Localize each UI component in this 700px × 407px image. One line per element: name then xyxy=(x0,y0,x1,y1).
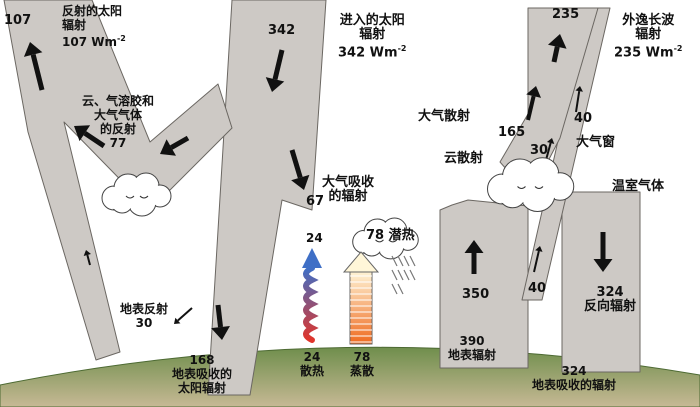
incoming-solar-band xyxy=(207,0,327,396)
cloud-reflection-label: 云、气溶胶和 大气气体 的反射 77 xyxy=(82,94,154,150)
thermal-label-text: 散热 xyxy=(300,364,325,378)
latent-label: 78 蒸散 xyxy=(350,350,374,378)
clouds xyxy=(101,157,575,295)
surface-longwave-value: 390 xyxy=(459,334,485,348)
reflected-units-text: 107 Wm xyxy=(62,35,117,49)
surface-reflect-arrow-upper xyxy=(174,307,193,324)
surface-reflect-arrow-lower xyxy=(83,250,92,266)
surface-up-arrow xyxy=(464,240,484,274)
window-lower-arrow xyxy=(533,246,543,273)
surface-longwave-label: 390 地表辐射 xyxy=(448,334,496,362)
olr-units-sup: -2 xyxy=(673,44,683,53)
cloud-reflection-value: 77 xyxy=(109,136,127,150)
surface-reflection-line1: 地表反射 xyxy=(120,302,169,316)
thermal-label: 24 散热 xyxy=(300,350,324,378)
atm-emission-arrow xyxy=(526,86,542,121)
surface-longwave-text: 地表辐射 xyxy=(448,348,497,362)
incoming-down-arrow xyxy=(265,49,285,92)
surface-absorb-arrow xyxy=(211,304,230,340)
surface-absorbed-solar-label: 168 地表吸收的 太阳辐射 xyxy=(172,353,232,395)
cloud-emission-label: 云散射 xyxy=(444,151,484,166)
surface-absorbed-longwave-text: 地表吸收的辐射 xyxy=(532,378,617,392)
rain-cloud xyxy=(352,217,419,260)
cloud-reflection-line1: 云、气溶胶和 xyxy=(82,94,155,108)
latent-label-text: 蒸散 xyxy=(350,364,375,378)
surface-absorbed-solar-value: 168 xyxy=(189,353,215,367)
incoming-units-sup: -2 xyxy=(397,44,407,53)
window-value: 40 xyxy=(574,111,593,126)
olr-title: 外逸长波 辐射 235 Wm-2 xyxy=(614,14,682,60)
absorbed-atmosphere-line2: 的辐射 xyxy=(328,189,368,204)
latent-heat-arrow xyxy=(342,251,380,345)
window-low-value: 40 xyxy=(528,281,547,296)
right-cloud xyxy=(487,157,575,212)
flow-arrows xyxy=(23,34,613,340)
cloud-emission-value: 30 xyxy=(530,143,549,158)
reflected-units: 107 Wm-2 xyxy=(62,32,126,49)
incoming-title: 进入的太阳 辐射 342 Wm-2 xyxy=(338,14,406,60)
thermal-top-value: 24 xyxy=(306,231,323,245)
cloud-reflect-arrow-2 xyxy=(74,125,106,149)
reflected-units-sup: -2 xyxy=(116,34,126,43)
back-radiation-arrow xyxy=(593,232,613,272)
reflected-value: 107 xyxy=(4,13,32,28)
reflected-title-line2: 辐射 xyxy=(62,18,87,32)
absorbed-atmosphere-line1: 大气吸收 xyxy=(322,175,375,190)
olr-units: 235 Wm-2 xyxy=(614,42,682,60)
cloud-emission-arrow xyxy=(545,138,555,161)
back-radiation-label: 324 反向辐射 xyxy=(584,286,636,314)
left-cloud xyxy=(101,172,172,217)
absorbed-atmosphere-label: 大气吸收 的辐射 xyxy=(322,176,374,204)
reflected-up-arrow xyxy=(23,42,45,91)
olr-value: 235 xyxy=(552,7,580,22)
incoming-units: 342 Wm-2 xyxy=(338,42,406,60)
absorbed-atm-arrow xyxy=(289,149,310,190)
incoming-value: 342 xyxy=(268,23,296,38)
olr-up-arrow xyxy=(547,34,567,63)
surface-reflection-label: 地表反射 30 xyxy=(120,302,168,330)
back-radiation-text: 反向辐射 xyxy=(584,299,637,314)
olr-title-line2: 辐射 xyxy=(635,27,662,42)
window-upper-arrow xyxy=(575,86,583,113)
incoming-title-line1: 进入的太阳 xyxy=(339,13,405,28)
incoming-units-text: 342 Wm xyxy=(338,45,398,61)
window-label: 大气窗 xyxy=(576,135,616,150)
back-radiation-band xyxy=(561,191,641,373)
cloud-reflect-arrow-1 xyxy=(160,135,190,156)
reflected-title-line1: 反射的太阳 xyxy=(62,4,123,18)
latent-top-value: 78 潜热 xyxy=(366,228,415,243)
atmosphere-emission-value: 165 xyxy=(498,125,526,140)
greenhouse-label: 温室气体 xyxy=(612,179,665,194)
incoming-title-line2: 辐射 xyxy=(359,27,386,42)
surface-absorbed-longwave-value: 324 xyxy=(561,364,587,378)
olr-units-text: 235 Wm xyxy=(614,45,674,61)
atmosphere-emission-label: 大气散射 xyxy=(418,109,471,124)
surface-up-value: 350 xyxy=(462,287,490,302)
back-radiation-value: 324 xyxy=(596,285,624,300)
surface-absorbed-longwave-label: 324 地表吸收的辐射 xyxy=(532,364,616,392)
cloud-reflection-line3: 的反射 xyxy=(100,122,137,136)
reflected-title: 反射的太阳 辐射 107 Wm-2 xyxy=(62,4,126,49)
olr-title-line1: 外逸长波 xyxy=(622,13,675,28)
rain-streaks xyxy=(391,255,416,295)
surface-absorbed-solar-line1: 地表吸收的 xyxy=(172,367,233,381)
surface-reflection-value: 30 xyxy=(135,316,153,330)
surface-absorbed-solar-line2: 太阳辐射 xyxy=(178,381,227,395)
thermal-bottom-value: 24 xyxy=(303,350,321,364)
cloud-reflection-line2: 大气气体 xyxy=(94,108,143,122)
absorbed-atmosphere-value: 67 xyxy=(306,194,325,209)
latent-bottom-value: 78 xyxy=(353,350,371,364)
sensible-heat-arrow xyxy=(302,248,322,343)
